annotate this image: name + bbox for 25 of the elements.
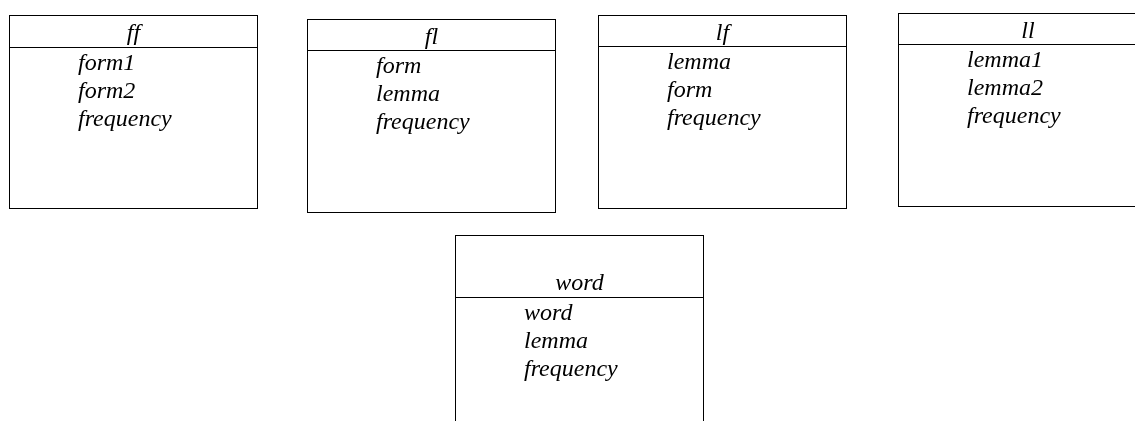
field-name: frequency: [376, 107, 470, 135]
field-name: lemma: [524, 326, 588, 354]
table-box: [455, 235, 704, 421]
table-name: fl: [424, 22, 439, 50]
field-name: form2: [78, 76, 136, 104]
table-box: [307, 19, 556, 213]
field-name: lemma: [376, 79, 440, 107]
table-box: [898, 13, 1135, 207]
field-name: lemma1: [967, 45, 1043, 73]
field-name: form1: [78, 48, 136, 76]
table-box: [9, 15, 258, 209]
table-name: ff: [126, 18, 141, 46]
field-name: frequency: [967, 101, 1061, 129]
table-box: [598, 15, 847, 209]
field-name: form: [667, 75, 713, 103]
field-name: form: [376, 51, 422, 79]
field-name: frequency: [524, 354, 618, 382]
field-name: lemma2: [967, 73, 1043, 101]
table-name: word: [555, 268, 604, 296]
table-name: ll: [1021, 16, 1035, 44]
field-name: frequency: [78, 104, 172, 132]
field-name: frequency: [667, 103, 761, 131]
field-name: lemma: [667, 47, 731, 75]
field-name: word: [524, 298, 573, 326]
table-name: lf: [715, 18, 730, 46]
